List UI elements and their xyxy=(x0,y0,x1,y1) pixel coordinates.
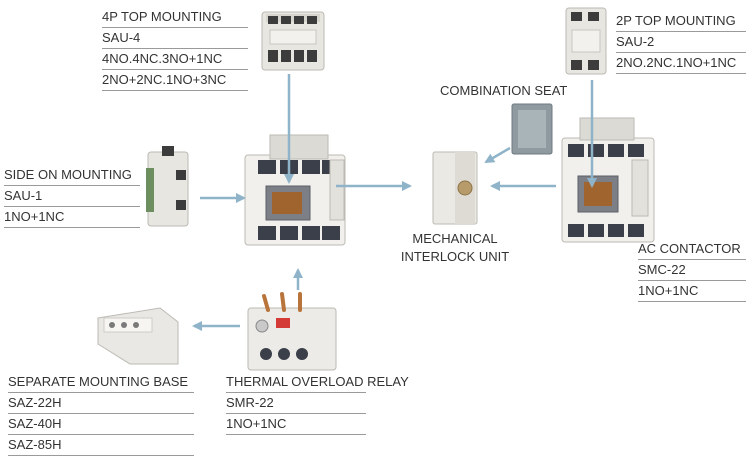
top-2p-auxiliary-block xyxy=(565,7,607,75)
label-combination-seat: COMBINATION SEAT xyxy=(440,83,568,98)
label-base-model-1: SAZ-22H xyxy=(8,394,194,414)
label-side-model: SAU-1 xyxy=(4,187,140,207)
label-side-spec: 1NO+1NC xyxy=(4,208,140,228)
label-thermal-spec: 1NO+1NC xyxy=(226,415,366,435)
label-contactor-title: AC CONTACTOR xyxy=(638,240,746,260)
thermal-overload-relay xyxy=(247,292,337,371)
label-thermal-model: SMR-22 xyxy=(226,394,366,414)
label-4p-model: SAU-4 xyxy=(102,29,248,49)
arrow-seat-to-interlock xyxy=(484,146,511,164)
label-4p-title: 4P TOP MOUNTING xyxy=(102,8,248,28)
center-contactor xyxy=(244,134,346,246)
top-4p-auxiliary-block xyxy=(261,11,325,71)
label-base-model-2: SAZ-40H xyxy=(8,415,194,435)
label-4p-spec-2: 2NO+2NC.1NO+3NC xyxy=(102,71,248,91)
mechanical-interlock-unit xyxy=(432,151,478,225)
arrows xyxy=(192,74,597,331)
label-thermal-title: THERMAL OVERLOAD RELAY xyxy=(226,373,409,393)
combination-seat xyxy=(511,103,553,155)
label-base-model-3: SAZ-85H xyxy=(8,436,194,456)
label-interlock-line1: MECHANICAL xyxy=(412,231,498,246)
label-contactor-model: SMC-22 xyxy=(638,261,746,281)
label-contactor-spec: 1NO+1NC xyxy=(638,282,746,302)
label-side-title: SIDE ON MOUNTING xyxy=(4,166,140,186)
right-contactor xyxy=(561,117,655,243)
separate-mounting-base xyxy=(97,307,179,365)
label-2p-spec: 2NO.2NC.1NO+1NC xyxy=(616,54,746,74)
label-base-title: SEPARATE MOUNTING BASE xyxy=(8,373,194,393)
label-4p-spec-1: 4NO.4NC.3NO+1NC xyxy=(102,50,248,70)
label-interlock-line2: INTERLOCK UNIT xyxy=(400,249,510,264)
side-auxiliary-block xyxy=(146,146,189,227)
label-2p-title: 2P TOP MOUNTING xyxy=(616,12,746,32)
label-2p-model: SAU-2 xyxy=(616,33,746,53)
